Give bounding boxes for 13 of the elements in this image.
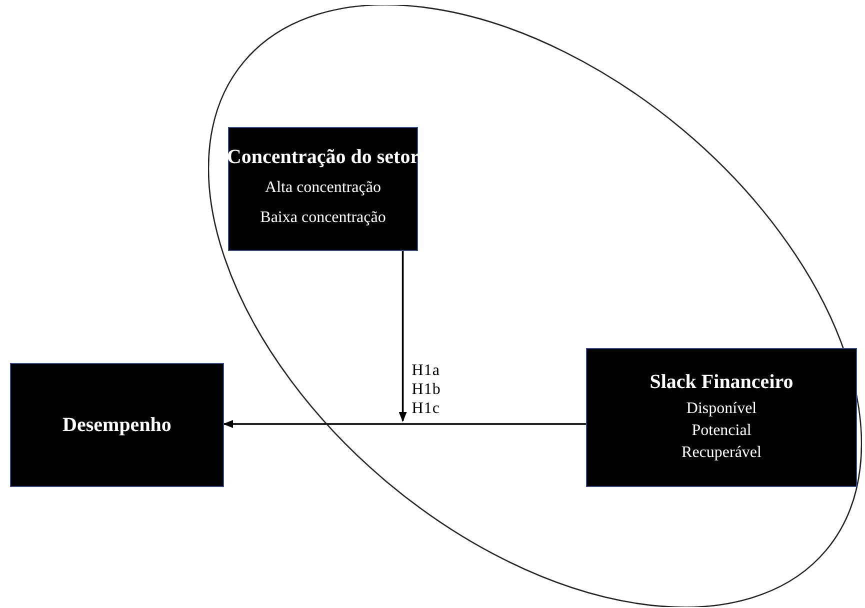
- node-item: Disponível: [686, 399, 757, 419]
- ellipse-outline: [208, 5, 862, 607]
- arrow: [223, 420, 586, 428]
- node-item: Alta concentração: [265, 178, 381, 198]
- node-title: Concentração do setor: [226, 146, 420, 168]
- node-item: Potencial: [692, 421, 752, 441]
- node-item: Baixa concentração: [260, 208, 386, 228]
- concept-box: [228, 127, 418, 251]
- arrow: [398, 251, 407, 422]
- node-title: Desempenho: [62, 414, 172, 436]
- node-title: Slack Financeiro: [650, 371, 794, 394]
- concept-box: [10, 363, 224, 487]
- node-item: Recuperável: [682, 443, 762, 463]
